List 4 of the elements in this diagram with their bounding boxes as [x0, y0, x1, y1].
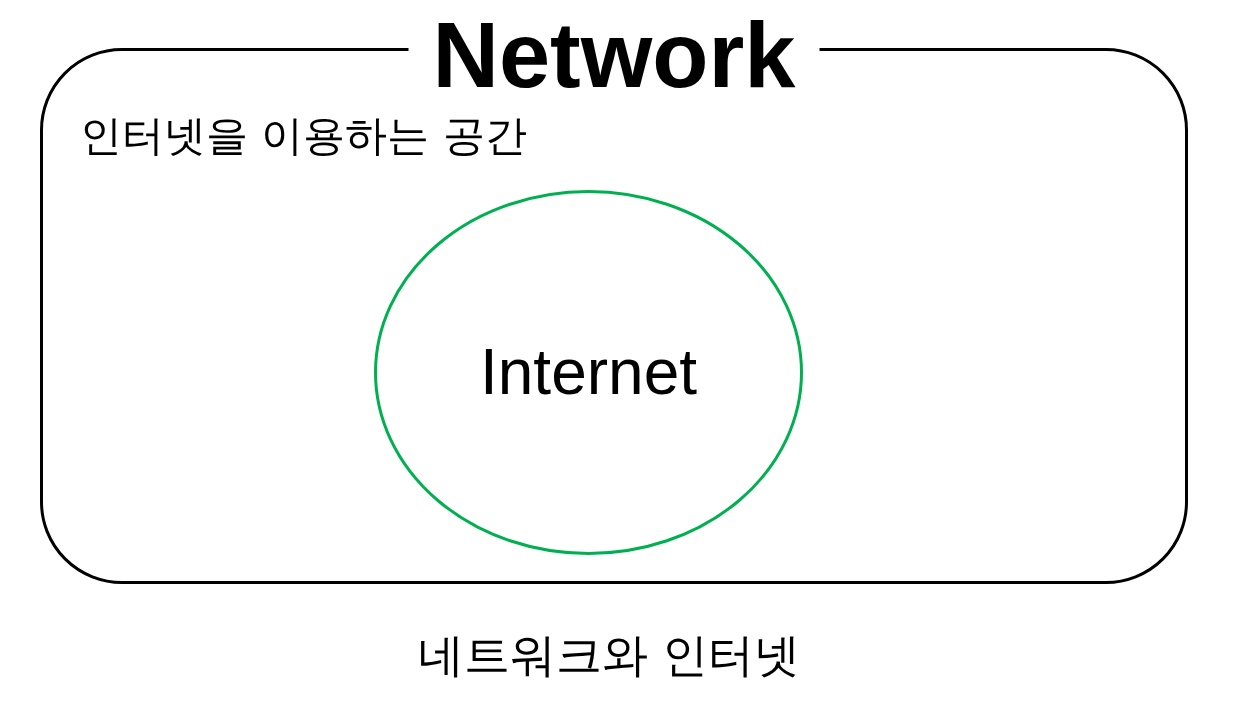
diagram-caption: 네트워크와 인터넷 [417, 628, 801, 684]
ellipse-node [374, 190, 803, 555]
node-label: Internet [480, 335, 697, 411]
frame-description: 인터넷을 이용하는 공간 [80, 111, 527, 162]
